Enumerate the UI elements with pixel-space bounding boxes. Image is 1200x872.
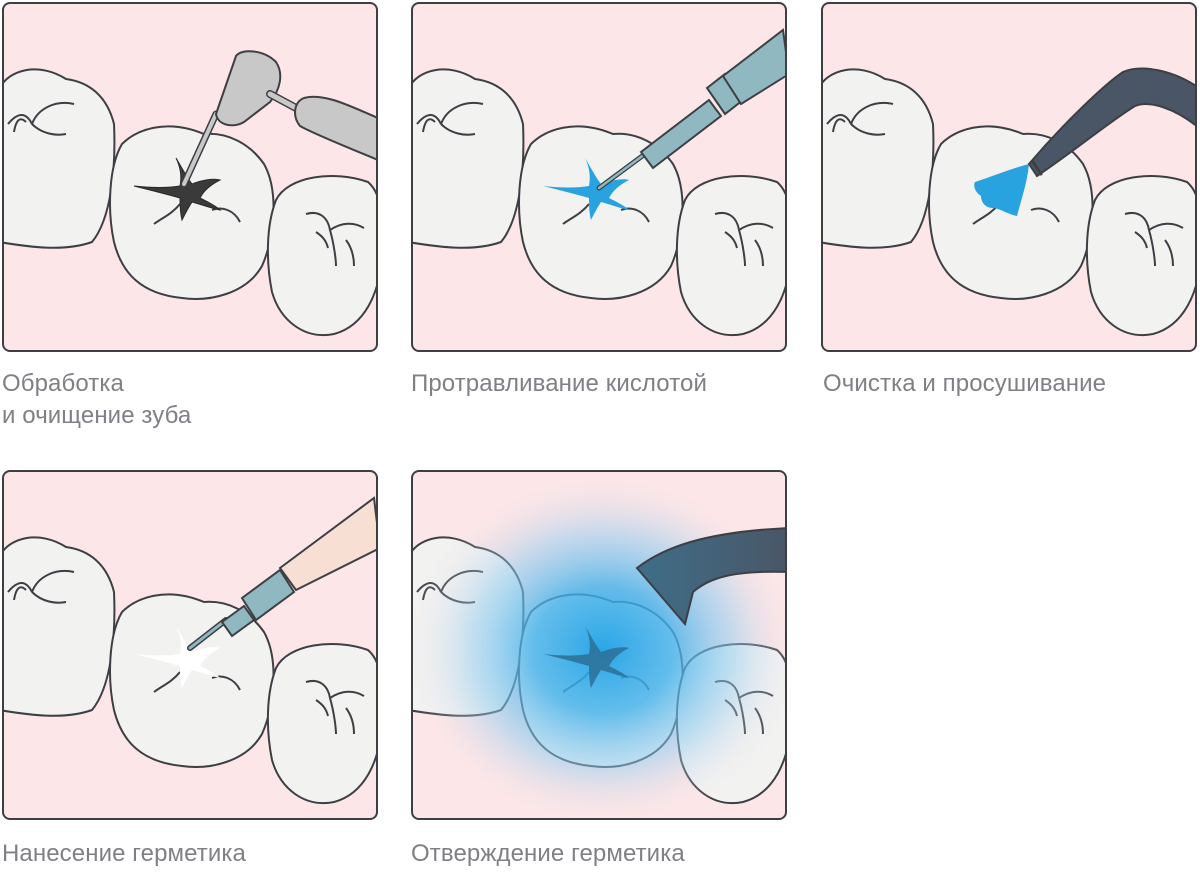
- step-4-illustration: [2, 470, 378, 820]
- sealant-syringe-icon: [187, 496, 376, 651]
- step-2-caption: Протравливание кислотой: [411, 370, 707, 397]
- step-2-svg: [413, 28, 785, 337]
- step-3-illustration: [821, 2, 1197, 352]
- air-tip-icon: [1027, 67, 1195, 178]
- step-2-illustration: [411, 2, 787, 352]
- curing-lamp-icon: [635, 527, 785, 627]
- light-glow: [413, 472, 785, 818]
- step-1-caption: Обработка и очищение зуба: [2, 370, 192, 429]
- step-5-svg: [413, 472, 785, 818]
- step-3-caption: Очистка и просушивание: [823, 370, 1107, 397]
- step-4-svg: [4, 496, 376, 805]
- drill-icon: [180, 50, 376, 188]
- step-5-caption: Отверждение герметика: [411, 840, 685, 867]
- acid-spot-mark: [974, 164, 1029, 216]
- step-3-svg: [823, 67, 1195, 337]
- step-5-illustration: [411, 470, 787, 820]
- step-4-caption: Нанесение герметика: [2, 840, 246, 867]
- step-1-illustration: [2, 2, 378, 352]
- step-1-svg: [4, 50, 376, 337]
- acid-syringe-icon: [596, 28, 785, 191]
